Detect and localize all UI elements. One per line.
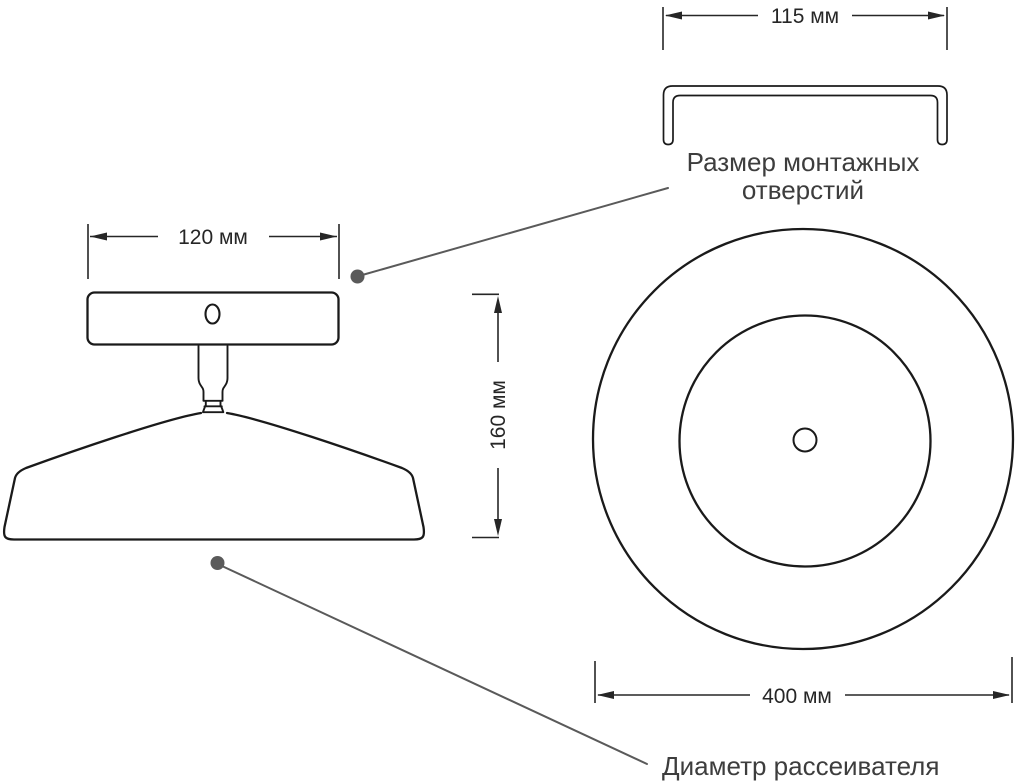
leader-diffuser xyxy=(210,556,648,765)
mounting-holes-label-line2: отверстий xyxy=(742,175,864,205)
dim-text-base-width: 120 мм xyxy=(178,226,248,249)
arrowhead-right-icon xyxy=(320,232,337,241)
dim-text-diffuser-diameter: 400 мм xyxy=(762,685,832,708)
dim-text-mounting-holes-width: 115 мм xyxy=(771,5,839,28)
dimension-fixture-height: 160 мм xyxy=(472,293,510,539)
mounting-bracket-profile xyxy=(662,85,948,146)
mounting-holes-label: Размер монтажных отверстий xyxy=(687,147,920,205)
top-view xyxy=(591,227,1015,651)
stem-left-edge xyxy=(197,345,205,402)
arrowhead-right-icon xyxy=(928,11,945,20)
stem xyxy=(197,345,229,414)
side-view xyxy=(2,291,426,541)
center-hole-circle xyxy=(792,427,818,453)
diffuser-label: Диаметр рассеивателя xyxy=(662,751,939,781)
arrowhead-right-icon xyxy=(993,691,1010,699)
arrowhead-up-icon xyxy=(494,296,502,313)
mounting-holes-label-line1: Размер монтажных xyxy=(687,147,920,177)
leader-dot-icon xyxy=(210,556,225,570)
dimension-diffuser-diameter: 400 мм xyxy=(594,657,1013,708)
diffuser-outer-circle xyxy=(591,227,1015,651)
arrowhead-left-icon xyxy=(665,11,682,20)
arrowhead-down-icon xyxy=(494,519,502,536)
dimension-mounting-holes-width: 115 мм xyxy=(662,5,948,50)
leader-dot-icon xyxy=(350,269,365,284)
stem-flare xyxy=(202,405,225,414)
arrowhead-left-icon xyxy=(597,691,614,699)
arrowhead-left-icon xyxy=(90,232,107,241)
diffuser-inner-circle xyxy=(678,314,932,568)
leader-mounting-holes xyxy=(350,187,669,284)
dim-text-fixture-height: 160 мм xyxy=(487,380,510,450)
leader-line xyxy=(363,187,669,276)
stem-neck-edges xyxy=(204,400,222,407)
base-slot-hole xyxy=(204,303,221,325)
diffuser-shade-outline xyxy=(2,411,426,541)
base-plate xyxy=(86,291,340,346)
stem-right-edge xyxy=(221,345,229,402)
dimension-base-width: 120 мм xyxy=(87,224,340,279)
leader-line xyxy=(222,565,648,765)
